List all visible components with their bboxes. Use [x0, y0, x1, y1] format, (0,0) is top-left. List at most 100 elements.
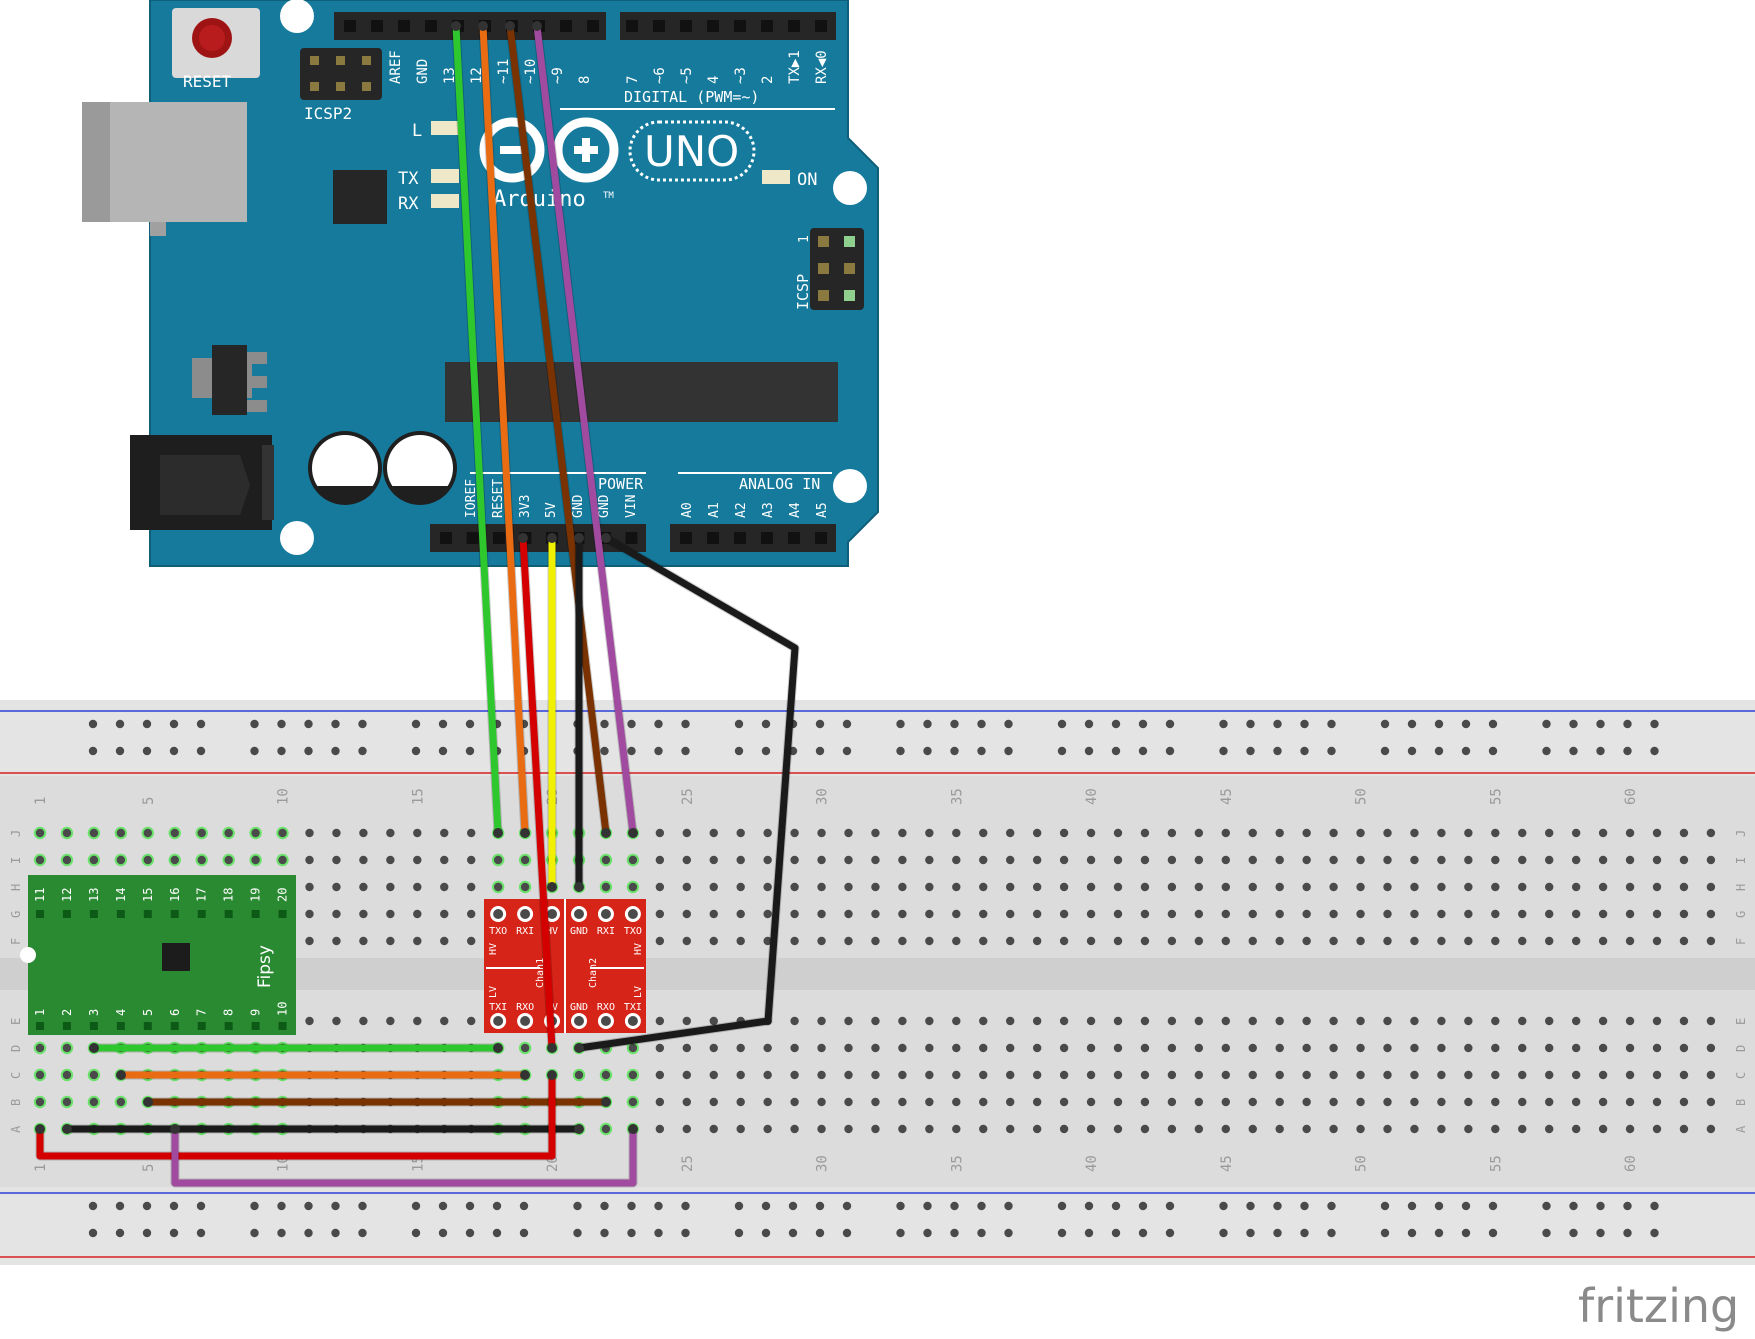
rail-hole — [1434, 719, 1444, 729]
rail-hole — [1596, 1201, 1605, 1211]
breadboard-hole — [601, 882, 611, 892]
usb-chip — [333, 170, 387, 224]
wire-green-d12-end — [451, 21, 461, 31]
breadboard-hole — [1518, 1043, 1527, 1053]
breadboard-hole — [601, 1124, 611, 1134]
digital-label: DIGITAL (PWM=~) — [624, 88, 759, 106]
breadboard-hole — [655, 828, 665, 838]
breadboard-hole — [790, 1070, 799, 1080]
breadboard-hole — [35, 1097, 45, 1107]
breadboard-hole — [1571, 828, 1581, 838]
rail-hole — [196, 1201, 206, 1211]
breadboard-hole — [655, 1070, 665, 1080]
rail-hole — [250, 1228, 259, 1238]
fipsy-top-pin-label: 12 — [60, 888, 74, 902]
fipsy-bottom-pin-label: 2 — [60, 1009, 74, 1016]
shifter-top-label: RXI — [516, 926, 534, 937]
icsp-header — [810, 228, 864, 310]
breadboard-hole — [1464, 1097, 1473, 1107]
wire-black-gnd-end — [574, 882, 584, 892]
breadboard-hole — [1545, 882, 1554, 892]
breadboard-hole — [1679, 1070, 1689, 1080]
breadboard-hole — [1464, 1124, 1473, 1134]
wire-orange-jumper-end — [520, 1070, 530, 1080]
digital-pin-label: TX▶1 — [787, 50, 803, 84]
breadboard-hole — [1652, 1043, 1662, 1053]
shifter-top-label: GND — [570, 926, 588, 937]
column-number-top: 15 — [410, 788, 426, 805]
breadboard-hole — [871, 828, 880, 838]
breadboard-hole — [467, 936, 476, 946]
breadboard-hole — [817, 828, 826, 838]
icsp-pin — [844, 236, 855, 247]
breadboard-hole — [736, 828, 745, 838]
wire-purple-d9-end — [628, 828, 638, 838]
breadboard-hole — [952, 1043, 961, 1053]
breadboard-hole — [520, 855, 530, 865]
uno-outline — [628, 120, 756, 182]
breadboard-hole — [1329, 1043, 1338, 1053]
digital-pin-socket — [560, 20, 572, 32]
breadboard-hole — [305, 936, 314, 946]
led-l-label: L — [412, 121, 422, 141]
breadboard-hole — [1437, 855, 1446, 865]
breadboard-hole — [413, 855, 422, 865]
breadboard-hole — [1032, 1124, 1042, 1134]
breadboard-hole — [1437, 1043, 1446, 1053]
rail-hole — [465, 1228, 475, 1238]
column-number-top: 10 — [276, 788, 292, 805]
shifter-bottom-label: TXI — [624, 1002, 642, 1013]
rail-hole — [734, 1201, 744, 1211]
analog-header — [670, 524, 836, 552]
breadboard-hole — [925, 1043, 934, 1053]
fipsy-top-pin-label: 19 — [249, 888, 263, 902]
breadboard-hole — [844, 936, 853, 946]
analog-label: ANALOG IN — [739, 475, 820, 493]
row-letter-left: G — [9, 911, 23, 918]
breadboard-hole — [1464, 855, 1473, 865]
breadboard-hole — [1545, 909, 1554, 919]
breadboard-hole — [1086, 909, 1096, 919]
icsp2-pin — [310, 82, 319, 91]
rail-hole — [142, 1201, 152, 1211]
row-letter-left: J — [9, 830, 23, 837]
rail-hole — [115, 1201, 125, 1211]
rail-hole — [1300, 1201, 1309, 1211]
rail-hole — [358, 1201, 367, 1211]
breadboard-hole — [736, 1043, 745, 1053]
breadboard-hole — [1598, 936, 1608, 946]
breadboard-hole — [1167, 909, 1177, 919]
breadboard: 1155101015152020252530303535404045455050… — [0, 700, 1755, 1265]
breadboard-hole — [1194, 909, 1204, 919]
fipsy-pad — [62, 910, 71, 918]
logo-plus-v — [582, 138, 590, 162]
shifter-pin — [600, 1016, 611, 1026]
fipsy-bottom-pin-label: 8 — [222, 1009, 236, 1016]
breadboard-hole — [1356, 936, 1365, 946]
column-number-top: 40 — [1084, 788, 1100, 805]
dc-jack-lip — [262, 445, 274, 520]
column-number-bottom: 55 — [1488, 1155, 1504, 1172]
digital-pin-label: 2 — [760, 76, 776, 84]
breadboard-hole — [1302, 936, 1311, 946]
rail-hole — [438, 746, 448, 756]
rail-hole — [1219, 719, 1228, 729]
digital-pin-socket — [587, 20, 599, 32]
breadboard-hole — [763, 882, 772, 892]
breadboard-hole — [197, 828, 206, 838]
rail-hole — [654, 746, 663, 756]
breadboard-hole — [1518, 1070, 1527, 1080]
rail-hole — [1057, 746, 1067, 756]
fipsy-pad — [224, 1022, 233, 1030]
breadboard-hole — [1437, 909, 1446, 919]
logo-ring-left — [479, 117, 545, 183]
rail-hole — [438, 719, 448, 729]
rail-hole — [977, 719, 986, 729]
icsp-pin — [844, 263, 855, 274]
breadboard-hole — [1679, 882, 1689, 892]
breadboard-hole — [1491, 936, 1500, 946]
breadboard-hole — [332, 882, 341, 892]
shifter-bottom-label: RXO — [516, 1002, 534, 1013]
breadboard-hole — [1275, 1016, 1284, 1026]
rail-hole — [815, 719, 825, 729]
